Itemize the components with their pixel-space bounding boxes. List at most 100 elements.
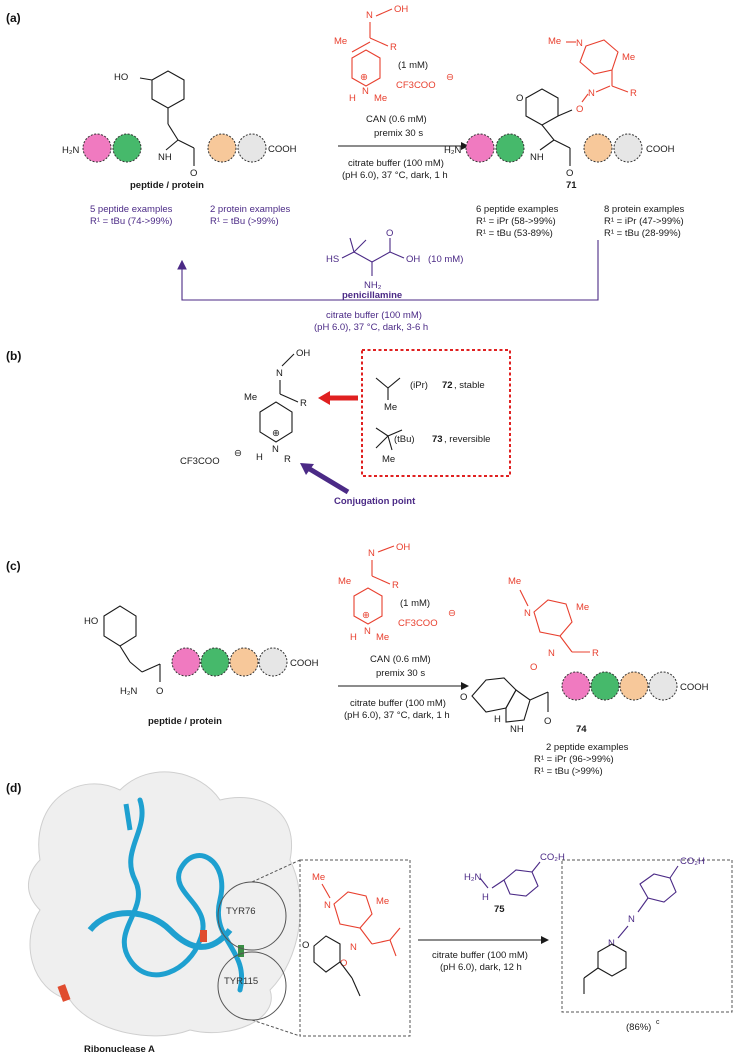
back-cond-1: citrate buffer (100 mM): [326, 310, 422, 321]
atom-o: O: [190, 168, 197, 179]
back-cond-2: (pH 6.0), 37 °C, dark, 3-6 h: [314, 322, 428, 333]
tyr76-side-chain: [238, 945, 244, 957]
cond-c-1: CAN (0.6 mM): [370, 654, 431, 665]
prot-ipr: R¹ = iPr (47->99%): [604, 216, 684, 227]
atom-nh-c-p: NH: [510, 724, 524, 735]
sm-label: peptide / protein: [130, 180, 204, 191]
atom-o-c-oxime: O: [530, 662, 537, 673]
tbu-tag: (tBu): [394, 434, 415, 445]
atom-me-c: Me: [338, 576, 351, 587]
atom-r1-c-p: R: [592, 648, 599, 659]
prot-tbu: R¹ = tBu (28-99%): [604, 228, 681, 239]
protein-structure: TYR76 TYR115 Ribonuclease A: [27, 771, 301, 1055]
sm-ex1-title: 5 peptide examples: [90, 204, 173, 215]
panel-b-reagent: OH N R Me ⊕ H N R CF3COO ⊖: [180, 348, 310, 467]
atom-ho-c: HO: [84, 616, 98, 627]
atom-n-oxime: N: [588, 88, 595, 99]
atom-me-tbu: Me: [382, 454, 395, 465]
surface: [27, 771, 301, 1037]
atom-cooh-c-p: COOH: [680, 682, 709, 693]
atom-me-p: Me: [548, 36, 561, 47]
atom-n2-b: N: [272, 444, 279, 455]
panel-a-reagent: OH N R Me H N Me ⊕ (1 mM) CF3COO ⊖: [334, 4, 454, 104]
atom-o-pen: O: [386, 228, 393, 239]
zoom-box-left: [299, 859, 411, 1037]
charge-minus-c: ⊖: [448, 608, 456, 619]
charge-plus-c: ⊕: [362, 610, 370, 621]
atom-o-oxime: O: [576, 104, 583, 115]
panel-label-b: (b): [6, 349, 21, 363]
azo-product: CO₂H N N (86%) c: [583, 856, 705, 1033]
atom-o-c: O: [156, 686, 163, 697]
atom-n-azo1: N: [628, 914, 635, 925]
atom-n-h-d: H: [482, 892, 489, 903]
charge-minus-b: ⊖: [234, 448, 242, 459]
panel-c-sm: HO H₂N O COOH peptide / protein: [84, 605, 319, 727]
atom-me-b: Me: [244, 392, 257, 403]
atom-o-d-dienone: O: [302, 940, 309, 951]
panel-a-product: Me N Me R N O O NH O H₂N COOH 71 6 pepti…: [444, 36, 685, 239]
atom-me2-c: Me: [376, 632, 389, 643]
cond-d-1: citrate buffer (100 mM): [432, 950, 528, 961]
atom-n2: N: [362, 86, 369, 97]
atom-n2-c: N: [364, 626, 371, 637]
atom-n-c-p: N: [524, 608, 531, 619]
zoom-box-right: [561, 859, 733, 1013]
ipr-entry-num: 72: [442, 380, 453, 391]
atom-n-d-oxime: N: [350, 942, 357, 953]
atom-n-d: N: [324, 900, 331, 911]
tbu-entry-num: 73: [432, 434, 443, 445]
atom-cooh-p: COOH: [646, 144, 675, 155]
product-71: 71: [566, 180, 577, 191]
pep-tbu: R¹ = tBu (53-89%): [476, 228, 553, 239]
panel-a-starting-material: HO NH O H₂N COOH peptide / protein 5 pep…: [62, 70, 297, 227]
sm-ex1-val: R¹ = tBu (74->99%): [90, 216, 172, 227]
phenol-c: [103, 605, 137, 647]
atom-h-b: H: [256, 452, 263, 463]
counterion-c: CF3COO: [398, 618, 438, 629]
atom-n-c-oxime: N: [548, 648, 555, 659]
ex-tbu-c: R¹ = tBu (>99%): [534, 766, 603, 777]
atom-me2: Me: [374, 93, 387, 104]
counterion-b: CF3COO: [180, 456, 220, 467]
atom-h2n: H₂N: [62, 145, 80, 156]
dienone-ring: [525, 88, 559, 126]
atom-h-c-p: H: [494, 714, 501, 725]
atom-nh-p: NH: [530, 152, 544, 163]
cond-c-2: premix 30 s: [376, 668, 425, 679]
ipr-tag: (iPr): [410, 380, 428, 391]
charge-plus: ⊕: [360, 72, 368, 83]
pen-conc: (10 mM): [428, 254, 463, 265]
prot-title: 8 protein examples: [604, 204, 685, 215]
product-74: 74: [576, 724, 587, 735]
atom-r1-c: R: [392, 580, 399, 591]
cond-a-3: citrate buffer (100 mM): [348, 158, 444, 169]
residue-gray: [237, 133, 267, 163]
pep-ipr: R¹ = iPr (58->99%): [476, 216, 556, 227]
atom-h: H: [349, 93, 356, 104]
atom-r1-p: R: [630, 88, 637, 99]
tyr76-label: TYR76: [226, 906, 256, 917]
pep-title: 6 peptide examples: [476, 204, 559, 215]
piperidinium-ring: [351, 49, 381, 87]
sm-ex2-val: R¹ = tBu (>99%): [210, 216, 279, 227]
atom-me: Me: [334, 36, 347, 47]
residue-green: [112, 133, 142, 163]
yield-sup: c: [656, 1019, 660, 1026]
atom-me-ipr: Me: [384, 402, 397, 413]
penicillamine: HS O OH NH₂ (10 mM) penicillamine: [326, 228, 463, 301]
atom-n-b: N: [276, 368, 283, 379]
atom-n-p: N: [576, 38, 583, 49]
atom-n: N: [366, 10, 373, 21]
reagent-conc: (1 mM): [398, 60, 428, 71]
atom-me-c-p2: Me: [576, 602, 589, 613]
atom-r1-b: R: [300, 398, 307, 409]
reagent-75-num: 75: [494, 904, 505, 915]
reagent-conc-c: (1 mM): [400, 598, 430, 609]
atom-r1: R: [390, 42, 397, 53]
atom-o-p: O: [566, 168, 573, 179]
cond-a-4: (pH 6.0), 37 °C, dark, 1 h: [342, 170, 448, 181]
counterion: CF3COO: [396, 80, 436, 91]
atom-cooh-c: COOH: [290, 658, 319, 669]
